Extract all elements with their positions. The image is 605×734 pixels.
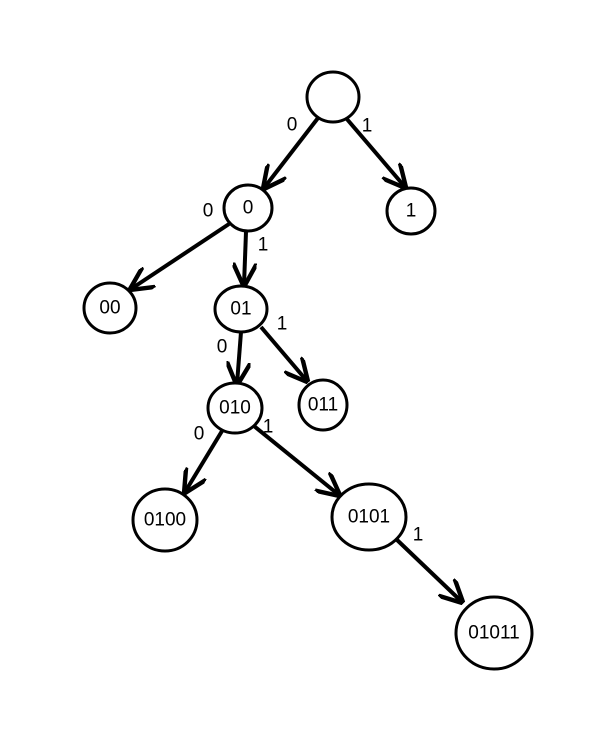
node-0100: 0100 (131, 487, 199, 553)
edge-label: 1 (413, 525, 424, 546)
node-0101: 0101 (330, 482, 408, 552)
edge-root-1: 1 (344, 116, 405, 188)
node-label: 00 (99, 298, 120, 319)
node-01011: 01011 (454, 595, 534, 671)
node-label: 0 (243, 198, 254, 219)
node-circle (297, 378, 349, 432)
node-circle (385, 186, 437, 236)
node-010: 010 (206, 381, 264, 435)
node-1: 1 (385, 186, 437, 236)
node-00: 00 (82, 281, 138, 335)
node-0: 0 (222, 183, 274, 233)
node-label: 1 (406, 201, 417, 222)
edge-line (259, 325, 307, 381)
edge-line (393, 536, 462, 602)
edge-root-0: 0 (264, 115, 320, 189)
edge-label: 1 (362, 116, 373, 137)
edge-label: 0 (287, 115, 298, 136)
node-circle (454, 595, 534, 671)
node-circle (213, 284, 269, 334)
node-label: 010 (219, 398, 251, 419)
node-label: 01011 (468, 623, 519, 644)
node-011: 011 (297, 378, 349, 432)
node-label: 01 (230, 299, 251, 320)
edge-0101-01011: 1 (393, 525, 462, 603)
edge-0-01: 1 (244, 231, 269, 285)
edge-line (264, 116, 320, 188)
nodes: 0 1 00 01 010 011 0100 0101 (82, 70, 534, 671)
edge-label: 0 (203, 201, 214, 222)
node-circle (222, 183, 274, 233)
edge-0-00: 0 (131, 201, 231, 290)
edge-010-0100: 0 (185, 424, 224, 493)
node-root (305, 70, 361, 124)
edge-010-0101: 1 (252, 417, 339, 496)
node-label: 011 (308, 395, 338, 416)
edge-01-011: 1 (259, 314, 307, 382)
node-circle (131, 487, 199, 553)
node-label: 0100 (144, 510, 186, 531)
edge-line (237, 331, 241, 384)
edge-01-010: 0 (217, 331, 241, 384)
node-circle (82, 281, 138, 335)
node-label: 0101 (348, 507, 390, 528)
edge-line (252, 424, 339, 495)
edge-label: 0 (217, 337, 228, 358)
edge-label: 0 (194, 424, 205, 445)
node-01: 01 (213, 284, 269, 334)
edge-label: 1 (258, 235, 269, 256)
edge-line (185, 429, 224, 492)
edge-line (131, 222, 231, 289)
node-circle (305, 70, 361, 124)
edge-label: 1 (277, 314, 288, 335)
node-circle (206, 381, 264, 435)
edge-line (344, 116, 405, 187)
edge-label: 1 (263, 417, 274, 438)
edge-line (244, 231, 246, 285)
node-circle (330, 482, 408, 552)
edges: 0 1 0 1 0 1 0 1 (131, 115, 462, 603)
